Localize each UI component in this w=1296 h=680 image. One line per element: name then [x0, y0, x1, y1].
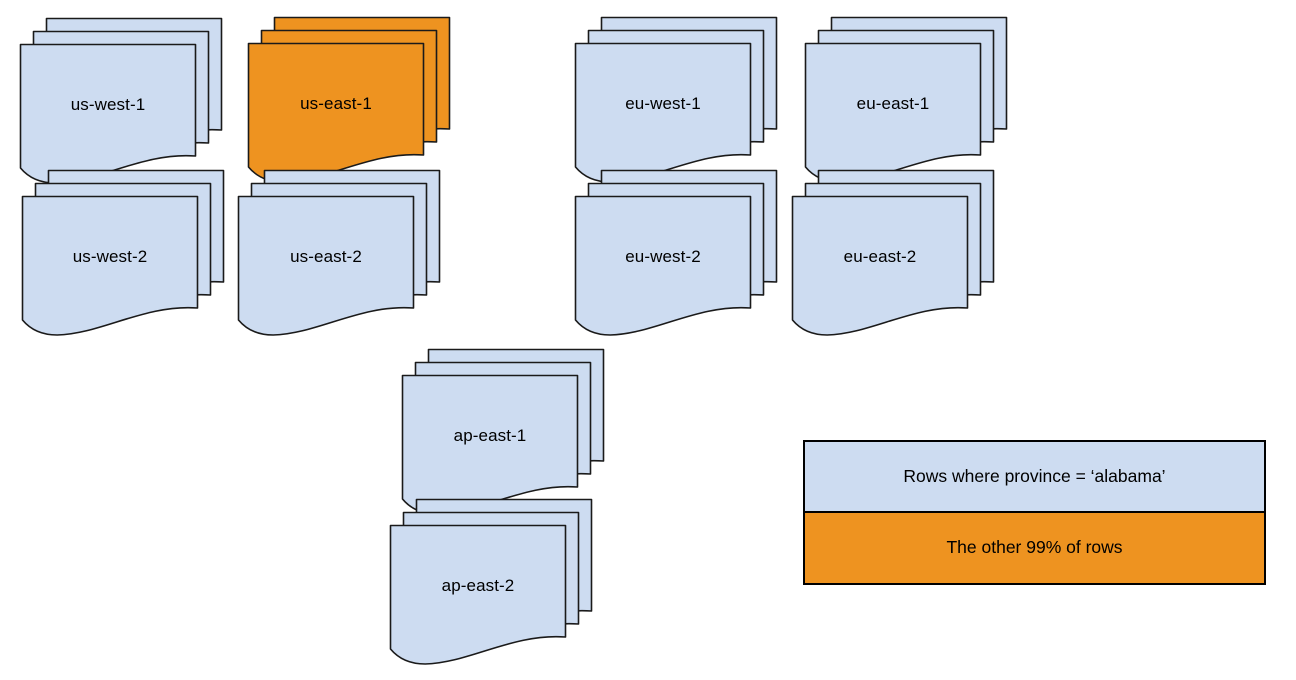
document-sheet — [247, 42, 425, 183]
document-stack-eu-west-1[interactable]: eu-west-1 — [574, 16, 805, 213]
document-sheet — [237, 195, 415, 336]
document-stack-eu-west-2[interactable]: eu-west-2 — [574, 169, 805, 366]
document-stack-us-west-1[interactable]: us-west-1 — [19, 17, 250, 214]
document-sheet — [791, 195, 969, 336]
document-sheet — [19, 43, 197, 184]
document-stack-us-west-2[interactable]: us-west-2 — [21, 169, 252, 366]
legend-item-blue-label: Rows where province = ‘alabama’ — [903, 465, 1166, 486]
legend-item-orange: The other 99% of rows — [805, 512, 1264, 583]
document-sheet — [804, 42, 982, 183]
document-sheet — [574, 42, 752, 183]
legend-item-orange-label: The other 99% of rows — [946, 537, 1123, 558]
document-sheet — [389, 524, 567, 665]
document-stack-eu-east-2[interactable]: eu-east-2 — [791, 169, 1022, 366]
document-sheet — [401, 374, 579, 515]
document-stack-ap-east-2[interactable]: ap-east-2 — [389, 498, 620, 680]
document-sheet — [21, 195, 199, 336]
legend: Rows where province = ‘alabama’ The othe… — [803, 440, 1266, 585]
document-stack-us-east-1[interactable]: us-east-1 — [247, 16, 478, 213]
legend-item-blue: Rows where province = ‘alabama’ — [805, 442, 1264, 513]
document-sheet — [574, 195, 752, 336]
document-stack-ap-east-1[interactable]: ap-east-1 — [401, 348, 632, 545]
document-stack-us-east-2[interactable]: us-east-2 — [237, 169, 468, 366]
